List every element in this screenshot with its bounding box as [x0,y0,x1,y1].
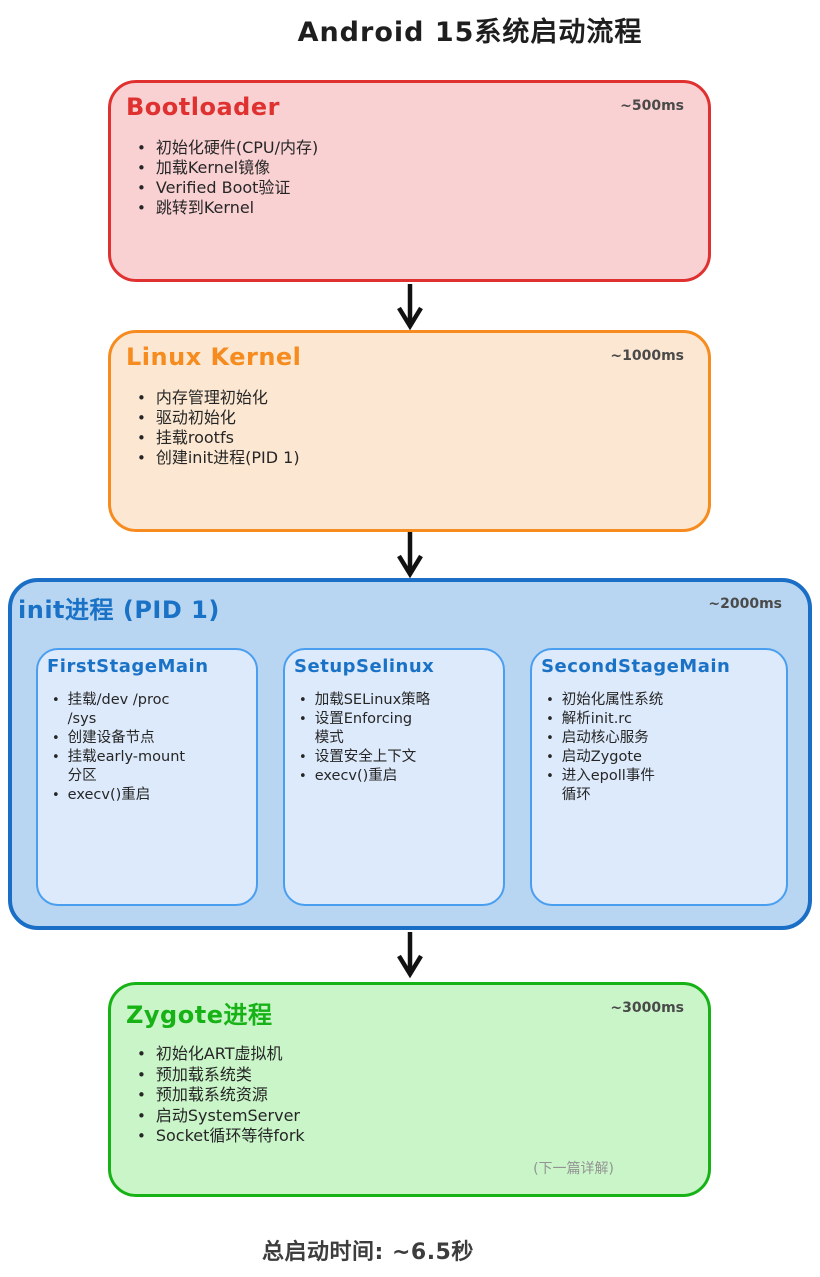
list-item: 初始化硬件(CPU/内存) [137,138,684,158]
list-item: 解析init.rc [546,710,776,729]
list-item-text: 启动SystemServer [155,1105,300,1125]
list-item: 启动Zygote [546,748,776,767]
page-title: Android 15系统启动流程 [297,17,643,48]
total-boot-time: 总启动时间: ~6.5秒 [262,1240,474,1265]
note-next-article: (下一篇详解) [533,1161,614,1177]
list-item-text: 挂载/dev /proc /sys [67,692,170,727]
list-item-text: 跳转到Kernel [155,198,255,217]
list-item: 挂载rootfs [137,428,684,448]
stage-header: Zygote进程 ~3000ms [111,985,708,1030]
stage-time-bootloader: ~500ms [620,98,684,114]
bullet-list: 初始化硬件(CPU/内存) 加载Kernel镜像 Verified Boot验证… [111,138,708,218]
list-item: 设置Enforcing 模式 [299,710,493,748]
list-item: 预加载系统资源 [137,1085,684,1106]
list-item-text: 创建init进程(PID 1) [155,448,300,467]
substage-header: FirstStageMain [38,650,256,677]
list-item: Socket循环等待fork [137,1126,684,1147]
list-item-text: 启动Zygote [561,749,642,765]
substage-title-setup-selinux: SetupSelinux [294,656,435,677]
list-item: 创建init进程(PID 1) [137,448,684,468]
stage-title-bootloader: Bootloader [126,93,280,121]
list-item: 挂载/dev /proc /sys [52,691,246,729]
list-item-text: 挂载rootfs [155,428,234,447]
flow-arrow-kernel-to-init [397,532,423,578]
list-item-text: 创建设备节点 [67,730,155,746]
list-item-text: 设置安全上下文 [314,749,417,765]
flow-arrow-init-to-zygote [397,932,423,978]
substage-header: SetupSelinux [285,650,503,677]
stage-title-kernel: Linux Kernel [126,343,302,371]
list-item: 内存管理初始化 [137,388,684,408]
bullet-list: 初始化属性系统 解析init.rc 启动核心服务 启动Zygote 进入epol… [532,691,786,805]
bullet-list: 内存管理初始化 驱动初始化 挂载rootfs 创建init进程(PID 1) [111,388,708,468]
list-item-text: 进入epoll事件 循环 [561,768,655,803]
stage-box-kernel: Linux Kernel ~1000ms 内存管理初始化 驱动初始化 挂载roo… [108,330,711,532]
list-item: 初始化ART虚拟机 [137,1044,684,1065]
list-item-text: 预加载系统资源 [155,1085,268,1104]
stage-header: init进程 (PID 1) ~2000ms [12,582,808,625]
substage-title-second-stage-main: SecondStageMain [541,656,731,677]
list-item: 创建设备节点 [52,729,246,748]
list-item: 进入epoll事件 循环 [546,767,776,805]
bullet-list: 初始化ART虚拟机 预加载系统类 预加载系统资源 启动SystemServer … [111,1044,708,1147]
list-item-text: 内存管理初始化 [155,388,268,407]
stage-title-init: init进程 (PID 1) [18,596,220,624]
list-item-text: 初始化ART虚拟机 [155,1044,283,1063]
stage-box-bootloader: Bootloader ~500ms 初始化硬件(CPU/内存) 加载Kernel… [108,80,711,282]
list-item: 初始化属性系统 [546,691,776,710]
list-item-text: execv()重启 [314,768,398,784]
stage-time-kernel: ~1000ms [610,348,684,364]
list-item-text: 初始化属性系统 [561,692,664,708]
stage-header: Linux Kernel ~1000ms [111,333,708,371]
substage-header: SecondStageMain [532,650,786,677]
substage-title-first-stage-main: FirstStageMain [47,656,209,677]
stage-box-init: init进程 (PID 1) ~2000ms FirstStageMain 挂载… [8,578,812,930]
list-item-text: 设置Enforcing 模式 [314,711,413,746]
substage-box-first-stage-main: FirstStageMain 挂载/dev /proc /sys 创建设备节点 … [36,648,259,906]
stage-time-zygote: ~3000ms [610,1000,684,1016]
substage-box-second-stage-main: SecondStageMain 初始化属性系统 解析init.rc 启动核心服务… [530,648,788,906]
bullet-list: 加载SELinux策略 设置Enforcing 模式 设置安全上下文 execv… [285,691,503,786]
list-item: 驱动初始化 [137,408,684,428]
list-item: 启动SystemServer [137,1106,684,1127]
substage-box-setup-selinux: SetupSelinux 加载SELinux策略 设置Enforcing 模式 … [283,648,506,906]
list-item-text: 加载SELinux策略 [314,692,431,708]
stage-header: Bootloader ~500ms [111,83,708,121]
list-item-text: 挂载early-mount 分区 [67,749,186,784]
flow-arrow-bootloader-to-kernel [397,284,423,330]
list-item: 设置安全上下文 [299,748,493,767]
list-item: execv()重启 [52,786,246,805]
stage-box-zygote: Zygote进程 ~3000ms 初始化ART虚拟机 预加载系统类 预加载系统资… [108,982,711,1197]
list-item: 启动核心服务 [546,729,776,748]
init-substages-row: FirstStageMain 挂载/dev /proc /sys 创建设备节点 … [36,648,788,906]
list-item: execv()重启 [299,767,493,786]
list-item: 挂载early-mount 分区 [52,748,246,786]
list-item: 加载SELinux策略 [299,691,493,710]
list-item: 跳转到Kernel [137,198,684,218]
list-item-text: execv()重启 [67,787,151,803]
stage-time-init: ~2000ms [708,596,782,612]
list-item: 预加载系统类 [137,1065,684,1086]
list-item-text: Socket循环等待fork [155,1126,305,1145]
list-item: Verified Boot验证 [137,178,684,198]
list-item-text: 驱动初始化 [155,408,236,427]
list-item-text: 预加载系统类 [155,1064,252,1084]
stage-title-zygote: Zygote进程 [126,1001,273,1029]
list-item-text: Verified Boot验证 [155,178,291,197]
list-item-text: 初始化硬件(CPU/内存) [155,138,319,157]
list-item-text: 解析init.rc [561,711,632,727]
list-item-text: 启动核心服务 [561,730,649,746]
bullet-list: 挂载/dev /proc /sys 创建设备节点 挂载early-mount 分… [38,691,256,805]
list-item: 加载Kernel镜像 [137,158,684,178]
list-item-text: 加载Kernel镜像 [155,158,271,177]
